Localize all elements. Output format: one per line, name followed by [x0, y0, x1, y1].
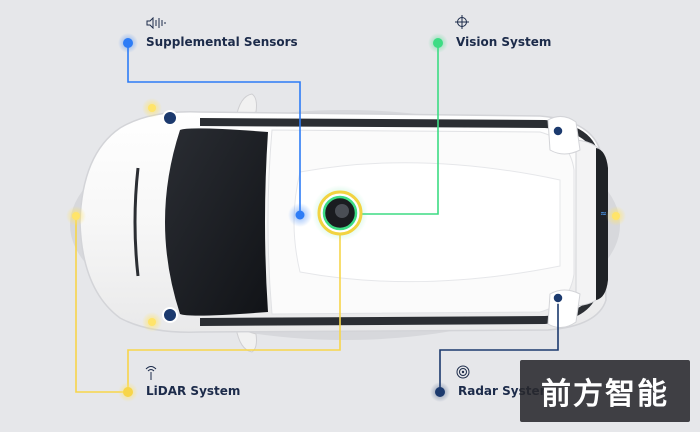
- lidar-dot-rear: [612, 212, 620, 220]
- radar-dot-rear-top: [552, 125, 564, 137]
- windshield: [165, 128, 268, 316]
- right-mirror: [235, 327, 257, 353]
- lidar-dot-front-left: [148, 104, 156, 112]
- lidar-dot-front: [72, 212, 80, 220]
- lidar-system-label: LiDAR System: [146, 384, 241, 398]
- radar-dot-rear-bottom: [552, 292, 564, 304]
- lidar-connector-center: [127, 232, 341, 392]
- radar-connector: [439, 298, 559, 392]
- radar-marker: [435, 387, 445, 397]
- vision-system-label: Vision System: [456, 35, 552, 49]
- front-left-pod: [162, 110, 178, 126]
- lidar-connector-left: [75, 216, 126, 393]
- dome-lens: [335, 204, 349, 218]
- roof-dome: [293, 162, 561, 283]
- crosshair-icon: [455, 15, 469, 29]
- front-right-pod: [162, 307, 178, 323]
- lidar-dot-front-right: [148, 318, 156, 326]
- hood-line: [133, 167, 140, 277]
- supplemental-connector: [127, 43, 301, 214]
- lidar-marker: [123, 387, 133, 397]
- radar-icon: [456, 365, 470, 379]
- supplemental-sensors-label: Supplemental Sensors: [146, 35, 298, 49]
- vision-connector: [358, 43, 439, 215]
- signal-antenna-icon: [145, 366, 157, 380]
- rear-logo: ≈: [600, 209, 607, 218]
- supplemental-roof-dot: [295, 210, 305, 220]
- supplemental-marker: [123, 38, 133, 48]
- vision-marker: [433, 38, 443, 48]
- rear-pod-top: [547, 116, 581, 155]
- watermark-badge: 前方智能: [520, 360, 690, 422]
- speaker-waves-icon: [146, 17, 166, 29]
- rear-glass: [596, 148, 608, 300]
